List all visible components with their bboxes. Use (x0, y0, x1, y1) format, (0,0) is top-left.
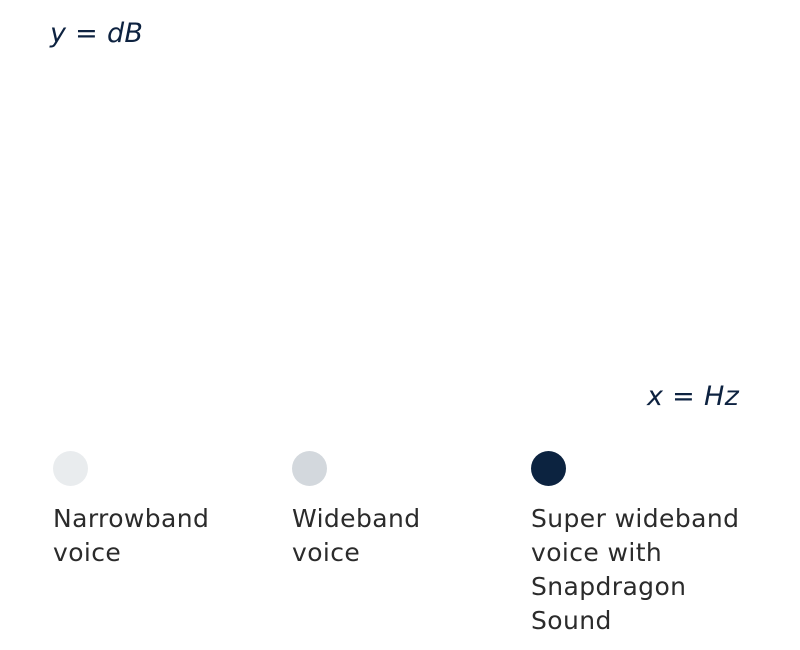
legend-item-narrowband: Narrowband voice (53, 451, 293, 570)
legend-item-super-wideband: Super wideband voice with Snapdragon Sou… (531, 451, 771, 638)
y-axis-label: y = dB (50, 18, 144, 49)
x-axis-label: x = Hz (647, 381, 740, 412)
legend-label-narrowband: Narrowband voice (53, 504, 210, 567)
legend-swatch-super-wideband (531, 451, 566, 486)
legend-label-wideband: Wideband voice (292, 504, 421, 567)
legend-item-wideband: Wideband voice (292, 451, 532, 570)
legend-label-super-wideband: Super wideband voice with Snapdragon Sou… (531, 504, 740, 635)
legend-swatch-narrowband (53, 451, 88, 486)
legend-swatch-wideband (292, 451, 327, 486)
